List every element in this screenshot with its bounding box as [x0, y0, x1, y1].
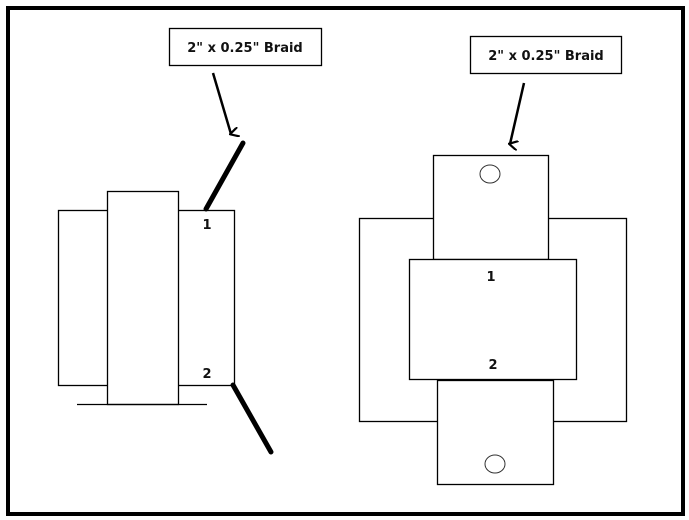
right-terminal-2: 2 — [488, 358, 497, 373]
left-terminal-1: 1 — [202, 218, 211, 233]
right-callout-arrow — [510, 82, 526, 144]
diagram-frame — [6, 6, 685, 516]
left-callout-text: 2" x 0.25" Braid — [187, 41, 302, 56]
left-braid-bottom — [230, 382, 274, 455]
top-mounting-hole — [479, 164, 501, 184]
left-callout-box — [168, 27, 323, 67]
left-braid-top — [203, 140, 246, 212]
left-terminal-2: 2 — [202, 367, 211, 382]
bottom-mounting-hole — [484, 454, 506, 474]
right-callout-box — [469, 35, 623, 75]
left-view: 2" x 0.25" Braid 1 2 — [57, 27, 323, 455]
right-terminal-1: 1 — [486, 270, 495, 285]
left-center-core — [106, 190, 180, 406]
left-callout-arrow — [211, 72, 231, 134]
right-center-block — [408, 258, 578, 381]
right-callout-text: 2" x 0.25" Braid — [488, 49, 603, 64]
right-view: 2" x 0.25" Braid 1 2 — [358, 35, 628, 486]
